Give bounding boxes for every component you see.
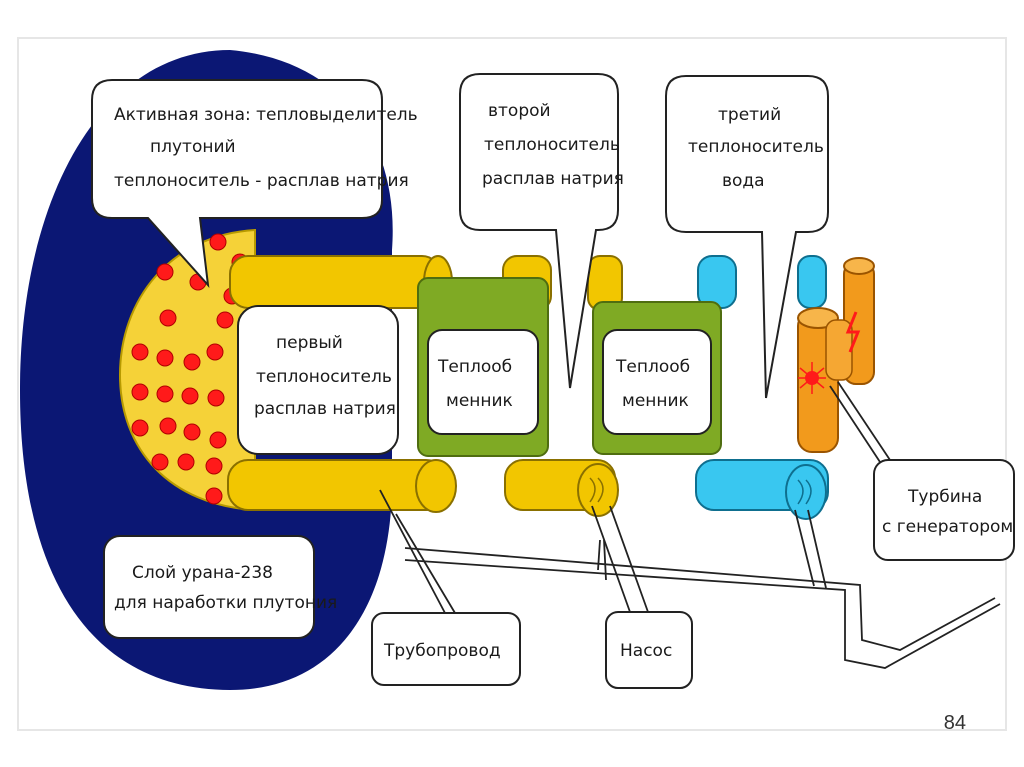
primary-pipe-bottom bbox=[227, 459, 447, 511]
lightning-icon bbox=[845, 311, 861, 353]
slide-frame bbox=[17, 37, 1007, 731]
turbine-line-2: с генератором bbox=[882, 517, 1013, 537]
pump-box bbox=[605, 611, 693, 689]
fuel-dot bbox=[156, 385, 174, 403]
third-coolant-line-3: вода bbox=[722, 171, 765, 191]
tertiary-pump-end bbox=[785, 464, 827, 520]
core-label-line-2: плутоний bbox=[150, 137, 236, 157]
fuel-dot bbox=[207, 389, 225, 407]
second-coolant-line-2: теплоноситель bbox=[484, 135, 620, 155]
primary-pipe-top bbox=[229, 255, 441, 309]
fuel-dot bbox=[216, 311, 234, 329]
second-coolant-callout bbox=[459, 73, 619, 389]
fuel-dot bbox=[205, 457, 223, 475]
third-coolant-line-1: третий bbox=[718, 105, 781, 125]
fuel-dot bbox=[209, 233, 227, 251]
third-coolant-line-2: теплоноситель bbox=[688, 137, 824, 157]
first-coolant-line-2: теплоноситель bbox=[256, 367, 392, 387]
fuel-dot bbox=[183, 353, 201, 371]
fuel-dot bbox=[159, 309, 177, 327]
tertiary-pipe-top-right bbox=[797, 255, 827, 309]
heat-exchanger-1-line-2: менник bbox=[446, 391, 513, 411]
first-coolant-line-3: расплав натрия bbox=[254, 399, 396, 419]
spark-icon bbox=[798, 362, 826, 394]
tertiary-pipe-top-left bbox=[697, 255, 737, 309]
fuel-dot bbox=[131, 343, 149, 361]
fuel-dot bbox=[177, 453, 195, 471]
core-callout bbox=[91, 79, 383, 289]
heat-exchanger-2-box bbox=[602, 329, 712, 435]
uranium-callout bbox=[103, 535, 315, 639]
fuel-dot bbox=[209, 431, 227, 449]
fuel-dot bbox=[159, 417, 177, 435]
core-label-line-3: теплоноситель - расплав натрия bbox=[114, 171, 409, 191]
heat-exchanger-2-line-1: Теплооб bbox=[615, 357, 690, 377]
turbine-line-1: Турбина bbox=[907, 487, 982, 507]
tertiary-loop bbox=[695, 255, 829, 520]
pipeline-box bbox=[371, 612, 521, 686]
fuel-dot bbox=[183, 423, 201, 441]
heat-exchanger-2-line-2: менник bbox=[622, 391, 689, 411]
uranium-line-1: Слой урана-238 bbox=[132, 563, 273, 583]
pipeline-label: Трубопровод bbox=[383, 641, 501, 661]
pump-label: Насос bbox=[620, 641, 672, 661]
fuel-dot bbox=[151, 453, 169, 471]
fuel-dot bbox=[131, 419, 149, 437]
turbine-generator bbox=[797, 257, 875, 453]
uranium-line-2: для наработки плутония bbox=[114, 593, 337, 613]
second-coolant-line-3: расплав натрия bbox=[482, 169, 624, 189]
core-label-line-1: Активная зона: тепловыделитель bbox=[114, 105, 418, 125]
primary-pump-end bbox=[415, 459, 457, 513]
first-coolant-box bbox=[237, 305, 399, 455]
fuel-dot bbox=[131, 383, 149, 401]
leader-lines bbox=[379, 381, 1001, 669]
third-coolant-callout bbox=[665, 75, 829, 399]
fuel-dot bbox=[181, 387, 199, 405]
fuel-dot bbox=[205, 487, 223, 505]
second-coolant-line-1: второй bbox=[488, 101, 551, 121]
fuel-dot bbox=[156, 263, 174, 281]
fuel-dot bbox=[156, 349, 174, 367]
heat-exchanger-1-line-1: Теплооб bbox=[437, 357, 512, 377]
fuel-dot bbox=[206, 343, 224, 361]
heat-exchanger-1-box bbox=[427, 329, 539, 435]
page-number: 84 bbox=[943, 712, 966, 734]
secondary-pump-end bbox=[577, 463, 619, 517]
turbine-callout bbox=[873, 459, 1015, 561]
first-coolant-line-1: первый bbox=[276, 333, 343, 353]
